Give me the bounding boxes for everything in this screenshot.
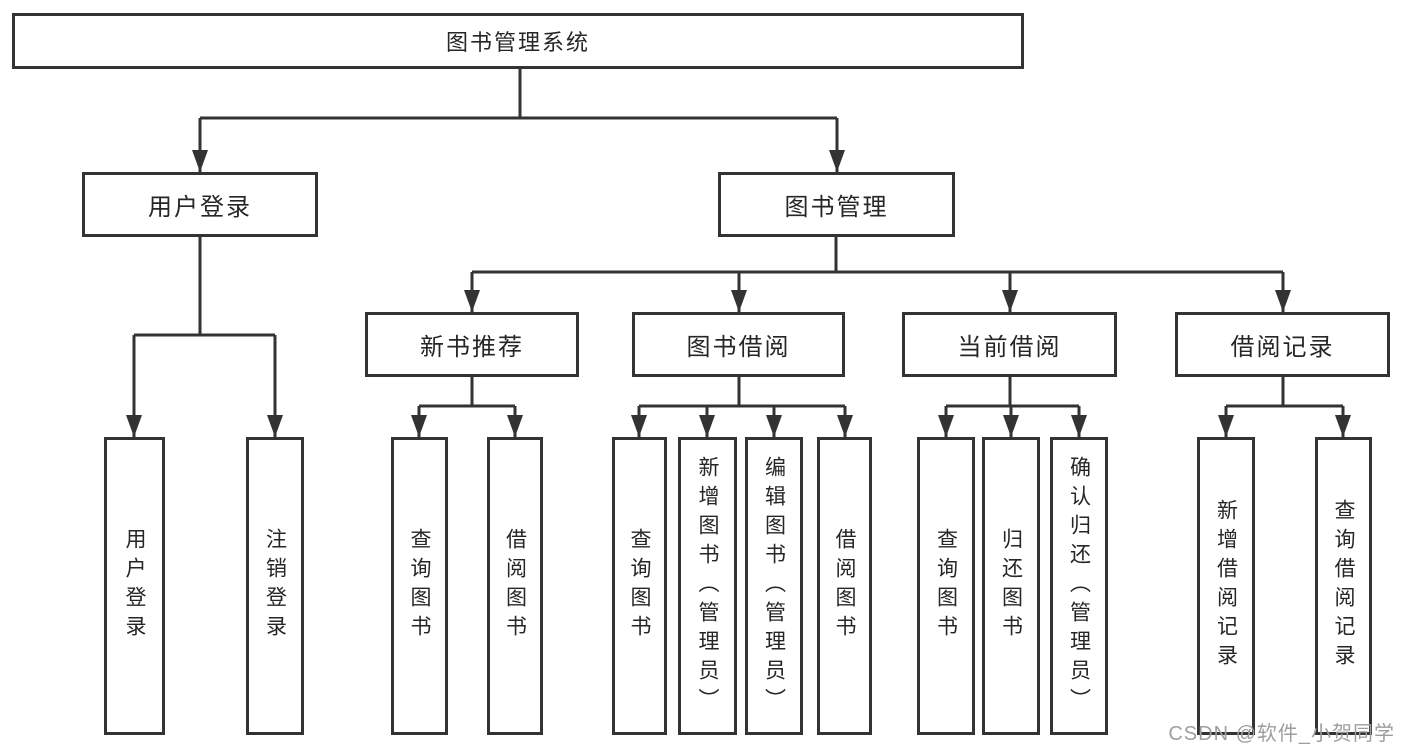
leaf-query-books-borrow: 查询图书 [612, 437, 667, 735]
arrow-icon [829, 150, 845, 172]
leaf-borrow-books-label: 借阅图书 [833, 528, 856, 644]
leaf-return-book-label: 归还图书 [999, 528, 1023, 644]
leaf-query-books-recommend: 查询图书 [391, 437, 448, 735]
node-root: 图书管理系统 [12, 13, 1024, 69]
arrow-icon [1003, 415, 1019, 437]
node-current-borrow: 当前借阅 [902, 312, 1117, 377]
arrow-icon [267, 415, 283, 437]
watermark: CSDN @软件_小贺同学 [1168, 723, 1395, 745]
node-book-management: 图书管理 [718, 172, 955, 237]
leaf-add-book-admin: 新增图书（管理员） [678, 437, 737, 735]
leaf-edit-book-admin: 编辑图书（管理员） [745, 437, 803, 735]
leaf-add-borrow-record-label: 新增借阅记录 [1214, 499, 1238, 673]
leaf-logout: 注销登录 [246, 437, 304, 735]
node-book-borrow: 图书借阅 [632, 312, 845, 377]
leaf-query-books-current-label: 查询图书 [934, 528, 958, 644]
leaf-borrow-books-recommend: 借阅图书 [487, 437, 543, 735]
leaf-logout-label: 注销登录 [263, 528, 287, 644]
node-user-login: 用户登录 [82, 172, 318, 237]
arrow-icon [192, 150, 208, 172]
leaf-add-book-admin-label: 新增图书（管理员） [696, 455, 719, 717]
arrow-icon [464, 290, 480, 312]
leaf-query-books-borrow-label: 查询图书 [628, 528, 651, 644]
arrow-icon [507, 415, 523, 437]
leaf-borrow-books-recommend-label: 借阅图书 [503, 528, 527, 644]
leaf-user-login: 用户登录 [104, 437, 165, 735]
node-borrow-records: 借阅记录 [1175, 312, 1390, 377]
leaf-query-books-recommend-label: 查询图书 [408, 528, 431, 644]
node-book-management-label: 图书管理 [784, 194, 889, 221]
arrow-icon [1218, 415, 1234, 437]
node-user-login-label: 用户登录 [148, 194, 252, 221]
leaf-query-books-current: 查询图书 [917, 437, 975, 735]
leaf-user-login-label: 用户登录 [123, 528, 146, 644]
node-book-borrow-label: 图书借阅 [686, 334, 791, 361]
node-new-book-recommend: 新书推荐 [365, 312, 579, 377]
arrow-icon [411, 415, 427, 437]
leaf-add-borrow-record: 新增借阅记录 [1197, 437, 1255, 735]
arrow-icon [938, 415, 954, 437]
arrow-icon [766, 415, 782, 437]
leaf-query-borrow-record-label: 查询借阅记录 [1332, 499, 1355, 673]
arrow-icon [1002, 290, 1018, 312]
leaf-confirm-return-admin-label: 确认归还（管理员） [1067, 455, 1091, 717]
arrow-icon [731, 290, 747, 312]
leaf-return-book: 归还图书 [982, 437, 1040, 735]
arrow-icon [1335, 415, 1351, 437]
arrow-icon [631, 415, 647, 437]
arrow-icon [126, 415, 142, 437]
arrow-icon [699, 415, 715, 437]
node-borrow-records-label: 借阅记录 [1230, 334, 1335, 361]
arrow-icon [1071, 415, 1087, 437]
leaf-borrow-books: 借阅图书 [817, 437, 872, 735]
arrow-icon [1275, 290, 1291, 312]
leaf-confirm-return-admin: 确认归还（管理员） [1050, 437, 1108, 735]
arrow-icon [837, 415, 853, 437]
leaf-query-borrow-record: 查询借阅记录 [1315, 437, 1372, 735]
node-root-label: 图书管理系统 [445, 30, 590, 55]
node-current-borrow-label: 当前借阅 [957, 334, 1062, 361]
node-new-book-recommend-label: 新书推荐 [420, 334, 524, 361]
leaf-edit-book-admin-label: 编辑图书（管理员） [762, 455, 786, 717]
